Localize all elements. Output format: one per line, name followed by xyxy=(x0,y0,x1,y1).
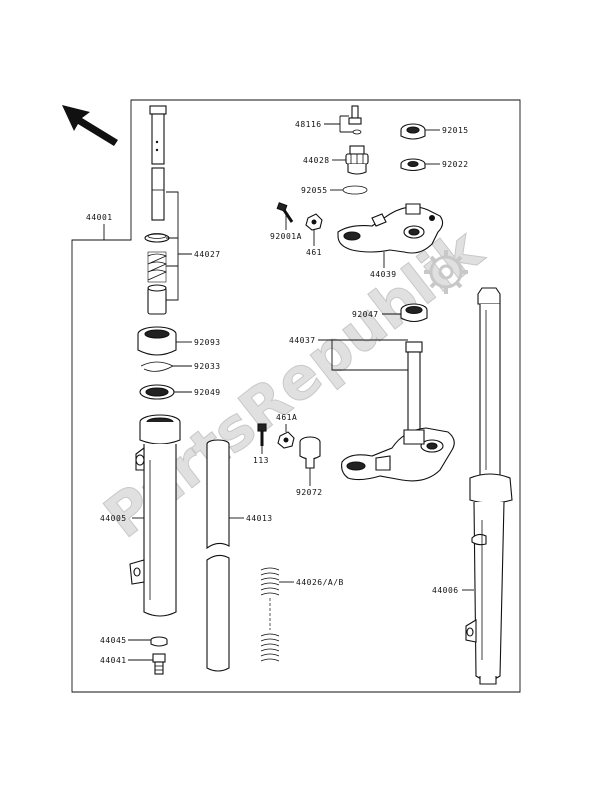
bolt-92001a xyxy=(276,202,294,223)
direction-arrow-icon xyxy=(62,105,118,146)
label-44026: 44026/A/B xyxy=(296,578,344,587)
adjuster-48116 xyxy=(348,105,362,135)
label-92001a: 92001A xyxy=(270,232,302,241)
outer-tube-44005 xyxy=(129,414,181,617)
label-92049: 92049 xyxy=(194,388,221,397)
cable-guide-92072 xyxy=(299,436,321,469)
o-ring-92055 xyxy=(342,185,368,195)
label-92033: 92033 xyxy=(194,362,221,371)
label-461: 461 xyxy=(306,248,322,257)
cap-bolt-44028 xyxy=(345,145,369,175)
spacer-44027 xyxy=(147,284,167,315)
fork-spring-44026 xyxy=(260,567,280,662)
label-461a: 461A xyxy=(276,413,297,422)
label-44001: 44001 xyxy=(86,213,113,222)
upper-bracket-44039 xyxy=(337,203,444,254)
oil-seal-92093 xyxy=(137,326,177,356)
label-44027: 44027 xyxy=(194,250,221,259)
label-48116: 48116 xyxy=(295,120,322,129)
gear-icon xyxy=(424,250,468,294)
leader-lines xyxy=(103,115,474,661)
label-44041: 44041 xyxy=(100,656,127,665)
outer-tube-44006 xyxy=(465,287,513,685)
label-44006: 44006 xyxy=(432,586,459,595)
bolt-113 xyxy=(257,423,267,446)
oil-seal-92049 xyxy=(139,384,175,400)
label-92093: 92093 xyxy=(194,338,221,347)
bolt-44041 xyxy=(152,653,166,675)
washer-44027 xyxy=(144,233,170,243)
label-92072: 92072 xyxy=(296,488,323,497)
label-44013: 44013 xyxy=(246,514,273,523)
inner-tube-44013 xyxy=(206,439,230,672)
label-44039: 44039 xyxy=(370,270,397,279)
label-44005: 44005 xyxy=(100,514,127,523)
washer-92022 xyxy=(400,158,426,172)
label-44037: 44037 xyxy=(289,336,316,345)
nut-92015 xyxy=(400,123,426,140)
nut-461a xyxy=(277,431,295,449)
part-labels: 44001 44027 92093 92033 92049 44005 4401… xyxy=(86,120,469,665)
label-44045: 44045 xyxy=(100,636,127,645)
steering-stem-44037 xyxy=(341,341,455,482)
nut-461 xyxy=(305,213,323,231)
label-92055: 92055 xyxy=(301,186,328,195)
short-spring-44027 xyxy=(147,251,167,283)
assembly-frame xyxy=(71,99,521,693)
nut-92047 xyxy=(400,303,428,323)
label-92047: 92047 xyxy=(352,310,379,319)
label-44028: 44028 xyxy=(303,156,330,165)
label-113: 113 xyxy=(253,456,269,465)
label-92015: 92015 xyxy=(442,126,469,135)
washer-44045 xyxy=(150,636,168,647)
circlip-92033 xyxy=(140,361,174,372)
fork-cap-tube xyxy=(149,105,167,221)
label-92022: 92022 xyxy=(442,160,469,169)
